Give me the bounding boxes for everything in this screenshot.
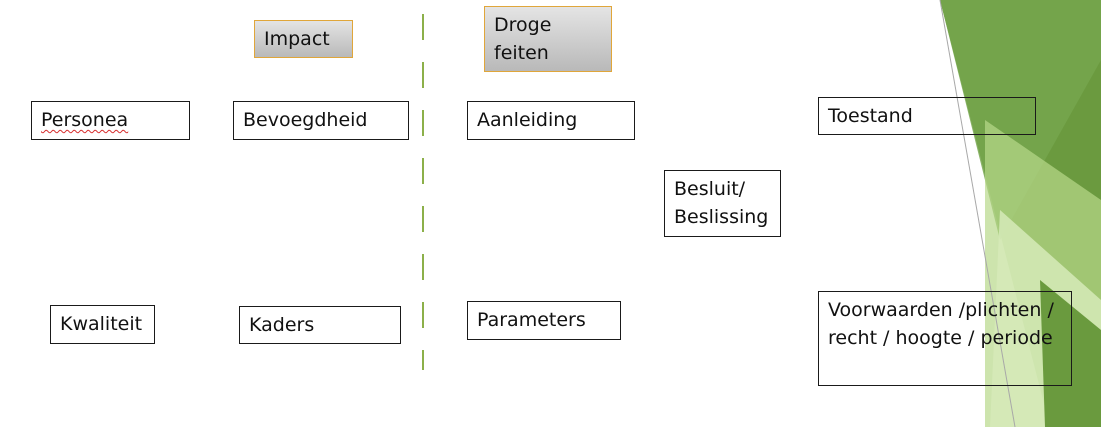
bevoegdheid-box: Bevoegdheid <box>233 101 409 140</box>
kwaliteit-label: Kwaliteit <box>60 313 143 335</box>
personea-label: Personea <box>41 109 129 131</box>
bevoegdheid-label: Bevoegdheid <box>243 109 368 131</box>
kaders-box: Kaders <box>239 306 401 344</box>
kaders-label: Kaders <box>249 314 315 336</box>
impact-label: Impact <box>264 28 330 50</box>
besluit-beslissing-label: Besluit/ Beslissing <box>674 178 769 228</box>
droge-feiten-label-box: Droge feiten <box>484 6 612 72</box>
aanleiding-label: Aanleiding <box>477 109 578 131</box>
dashed-divider-line <box>422 14 424 370</box>
aanleiding-box: Aanleiding <box>467 101 635 140</box>
voorwaarden-box: Voorwaarden /plichten / recht / hoogte /… <box>818 291 1072 386</box>
toestand-label: Toestand <box>828 105 913 127</box>
besluit-beslissing-box: Besluit/ Beslissing <box>664 170 781 237</box>
kwaliteit-box: Kwaliteit <box>50 305 155 344</box>
personea-box: Personea <box>31 101 190 140</box>
droge-feiten-label: Droge feiten <box>494 14 552 64</box>
parameters-label: Parameters <box>477 309 586 331</box>
voorwaarden-label: Voorwaarden /plichten / recht / hoogte /… <box>828 299 1054 349</box>
parameters-box: Parameters <box>467 301 621 340</box>
impact-label-box: Impact <box>254 20 353 58</box>
toestand-box: Toestand <box>818 97 1036 135</box>
